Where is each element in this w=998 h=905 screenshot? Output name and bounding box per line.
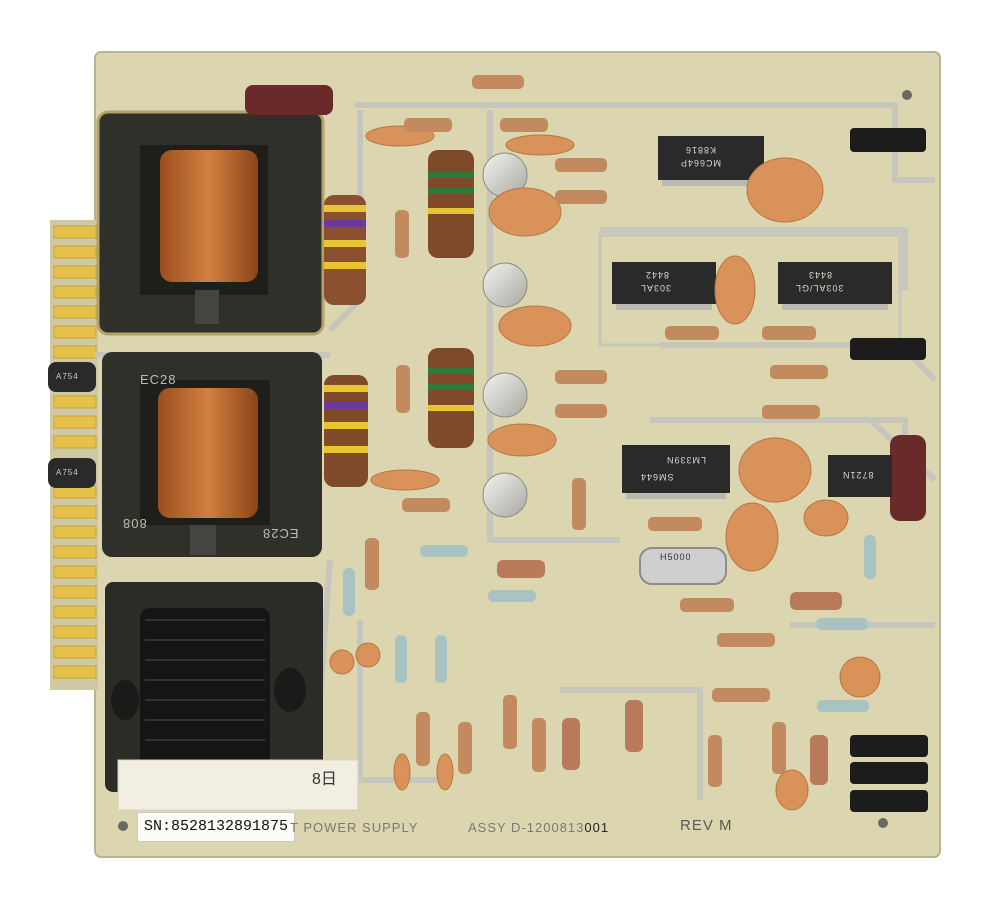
- power-resistors: [324, 150, 474, 487]
- tan-resistors: [497, 560, 842, 785]
- cap-label: H5000: [660, 552, 692, 562]
- integrated-circuits: [612, 136, 892, 497]
- ic-lower-code: SM644: [640, 472, 674, 482]
- revision-label: REV M: [680, 817, 733, 834]
- ic-small-label: 8721N: [842, 470, 874, 480]
- ic-top-label: MC664P: [680, 158, 722, 168]
- assembly-number: ASSY D-1200813001: [468, 820, 609, 835]
- ic-pins: [616, 180, 888, 499]
- transformer-2b-label: 808: [122, 516, 147, 531]
- sticker-text: 8日: [312, 771, 337, 788]
- serial-number-label: SN:8528132891875: [137, 812, 295, 842]
- tape-sticker: [117, 759, 359, 811]
- transformer-2-label: EC28: [262, 526, 299, 541]
- blue-resistors: [343, 535, 876, 712]
- ic-mid-left-code: 8442: [645, 270, 670, 280]
- edge-connector: [50, 220, 98, 690]
- mounting-holes: [118, 90, 912, 831]
- small-resistors: [365, 75, 828, 787]
- edge-diodes: [48, 362, 96, 488]
- ic-mid-right-code: 8443: [808, 270, 833, 280]
- diode-label-2: A754: [56, 468, 79, 477]
- jumper-blocks: [850, 128, 928, 812]
- electrolytic-caps: [245, 85, 926, 585]
- copper-pour: [598, 233, 902, 347]
- ic-mid-left-label: 303AL: [640, 283, 672, 293]
- ic-top-code: K8816: [685, 145, 717, 155]
- diode-label-1: A754: [56, 372, 79, 381]
- assembly-suffix: 001: [584, 820, 610, 835]
- inductor-3: [105, 582, 323, 792]
- board-title: T POWER SUPPLY: [290, 820, 419, 835]
- ic-mid-right-label: 303AL/GL: [795, 283, 844, 293]
- assembly-main: ASSY D-1200813: [468, 820, 585, 835]
- ic-lower-label: LM339N: [666, 455, 707, 465]
- transformer-2: [102, 352, 322, 557]
- ceramic-caps: [329, 125, 881, 811]
- transistor-cans: [482, 152, 528, 518]
- transformer-1: [96, 110, 325, 336]
- transformer-1-label: EC28: [140, 372, 177, 387]
